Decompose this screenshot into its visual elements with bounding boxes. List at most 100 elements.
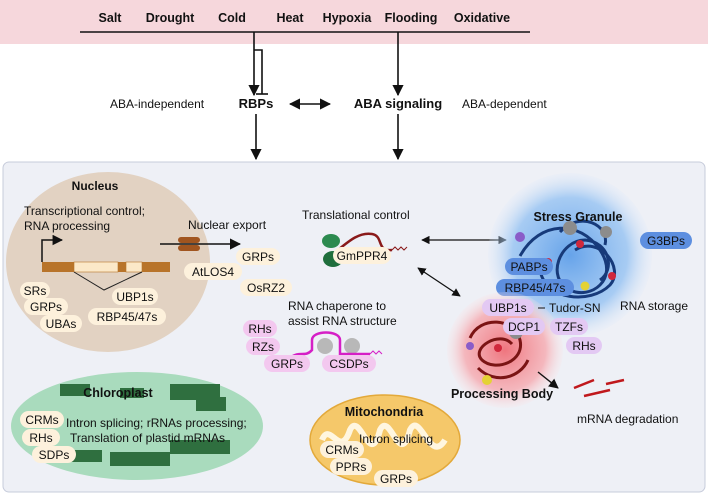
arrow-pb-degradation bbox=[537, 371, 559, 389]
pill-pprs-label: PPRs bbox=[336, 460, 367, 474]
aba-signaling-label: ABA signaling bbox=[354, 96, 442, 111]
pill-ubas bbox=[40, 315, 82, 332]
chloroplast-line1: Intron splicing; rRNAs processing; bbox=[66, 416, 247, 430]
pill-rbp4547-nucleus bbox=[88, 308, 166, 325]
chaperone-line1: RNA chaperone to bbox=[288, 299, 386, 313]
stress-band bbox=[0, 0, 708, 44]
pill-csdps-label: CSDPs bbox=[329, 357, 368, 371]
stress-cold: Cold bbox=[218, 11, 246, 25]
pill-atlos4 bbox=[184, 263, 242, 280]
stress-salt: Salt bbox=[99, 11, 123, 25]
sg-granule-yellow bbox=[580, 281, 590, 291]
nuclear-export-label: Nuclear export bbox=[188, 218, 267, 232]
exon-1 bbox=[73, 261, 119, 273]
pill-grps-mito-label: GRPs bbox=[380, 472, 412, 486]
splice-junction bbox=[73, 271, 143, 291]
pill-atlos4-label: AtLOS4 bbox=[192, 265, 234, 279]
pill-osrz2 bbox=[240, 279, 292, 296]
pill-grps-chaperone bbox=[264, 355, 310, 372]
pill-tzfs-label: TZFs bbox=[555, 320, 583, 334]
stress-granule-title: Stress Granule bbox=[534, 210, 623, 224]
pill-grps-nucleus bbox=[24, 298, 68, 315]
pill-pabps bbox=[505, 258, 553, 275]
pill-osrz2-label: OsRZ2 bbox=[247, 281, 285, 295]
sg-granule-red-1 bbox=[576, 240, 584, 248]
pill-crms-mito-label: CRMs bbox=[325, 443, 358, 457]
rbps-label: RBPs bbox=[239, 96, 274, 111]
pb-granule-red bbox=[494, 344, 502, 352]
pill-rhs-chloroplast-label: RHs bbox=[29, 431, 52, 445]
pill-crms-mito bbox=[320, 441, 364, 458]
translational-control-label: Translational control bbox=[302, 208, 410, 222]
aba-dependent-label: ABA-dependent bbox=[462, 97, 547, 111]
pill-srs bbox=[20, 282, 50, 299]
pill-rbp4547-nucleus-label: RBP45/47s bbox=[97, 310, 158, 324]
pill-dcp1 bbox=[503, 318, 545, 335]
pill-gmppr4-label: GmPPR4 bbox=[337, 249, 388, 263]
pill-rbp4547-sg-label: RBP45/47s bbox=[505, 281, 566, 295]
sg-granule-red-3 bbox=[608, 272, 616, 280]
nucleus-title: Nucleus bbox=[72, 179, 119, 193]
stress-flooding: Flooding bbox=[385, 11, 438, 25]
nucleus-transcription-line2: RNA processing bbox=[24, 219, 110, 233]
pill-dcp1-label: DCP1 bbox=[508, 320, 540, 334]
processing-body-title: Processing Body bbox=[451, 387, 553, 401]
pill-rzs bbox=[246, 338, 280, 355]
pill-pprs bbox=[330, 458, 372, 475]
pill-crms-chloroplast-label: CRMs bbox=[25, 413, 58, 427]
mitochondria-function: Intron splicing bbox=[359, 432, 433, 446]
rna-hairpin-icon bbox=[289, 331, 383, 360]
aba-independent-label: ABA-independent bbox=[110, 97, 205, 111]
pill-rhs-chaperone-label: RHs bbox=[248, 322, 271, 336]
pill-csdps bbox=[322, 355, 376, 372]
pill-ubp1s-sg-label: UBP1s bbox=[489, 301, 526, 315]
stress-oxidative: Oxidative bbox=[454, 11, 510, 25]
stress-heat: Heat bbox=[276, 11, 304, 25]
pill-rhs-sg bbox=[566, 337, 602, 354]
pill-ubp1s-nucleus-label: UBP1s bbox=[116, 290, 153, 304]
pill-crms-chloroplast bbox=[20, 411, 64, 428]
pill-srs-label: SRs bbox=[24, 284, 47, 298]
mitochondria-title: Mitochondria bbox=[345, 405, 425, 419]
pb-granule-yellow bbox=[482, 375, 492, 385]
mrna-degradation-label: mRNA degradation bbox=[577, 412, 678, 426]
pill-g3bps-label: G3BPs bbox=[647, 234, 685, 248]
pill-rhs-chloroplast bbox=[22, 429, 60, 446]
sg-granule-grey-2 bbox=[600, 226, 612, 238]
arrow-translation-pb bbox=[417, 267, 461, 297]
nuclear-pore-1 bbox=[178, 237, 200, 243]
exon-2 bbox=[125, 261, 143, 273]
pill-tudor-sn-label: Tudor-SN bbox=[549, 301, 601, 315]
pill-grps-export bbox=[236, 248, 280, 265]
chloroplast-line2: Translation of plastid mRNAs bbox=[70, 431, 225, 445]
pill-gmppr4 bbox=[333, 247, 391, 264]
pill-grps-chaperone-label: GRPs bbox=[271, 357, 303, 371]
transcription-start-arrow bbox=[41, 234, 64, 262]
pb-granule-purple bbox=[466, 342, 474, 350]
mitochondria-cristae bbox=[319, 422, 448, 450]
pill-rhs-sg-label: RHs bbox=[572, 339, 595, 353]
pill-sdps-label: SDPs bbox=[39, 448, 70, 462]
pill-ubp1s-sg bbox=[482, 299, 534, 316]
stress-drought: Drought bbox=[146, 11, 195, 25]
degraded-mrna-icon bbox=[573, 378, 625, 398]
pill-grps-nucleus-label: GRPs bbox=[30, 300, 62, 314]
pill-ubas-label: UBAs bbox=[46, 317, 77, 331]
pill-sdps bbox=[32, 446, 76, 463]
pill-g3bps bbox=[640, 232, 692, 249]
inhibition-line bbox=[254, 49, 263, 94]
pill-ubp1s-nucleus bbox=[112, 288, 158, 305]
pill-grps-export-label: GRPs bbox=[242, 250, 274, 264]
sg-granule-grey-1 bbox=[563, 221, 577, 235]
pill-grps-mito bbox=[374, 470, 418, 487]
pill-rzs-label: RZs bbox=[252, 340, 274, 354]
chloroplast-title: Chloroplast bbox=[83, 386, 153, 400]
processing-body-rna-tangle bbox=[468, 320, 530, 380]
nucleus-transcription-line1: Transcriptional control; bbox=[24, 204, 145, 218]
nuclear-pore-2 bbox=[178, 245, 200, 251]
stress-hypoxia: Hypoxia bbox=[323, 11, 373, 25]
rna-storage-label: RNA storage bbox=[620, 299, 688, 313]
pill-rhs-chaperone bbox=[243, 320, 277, 337]
